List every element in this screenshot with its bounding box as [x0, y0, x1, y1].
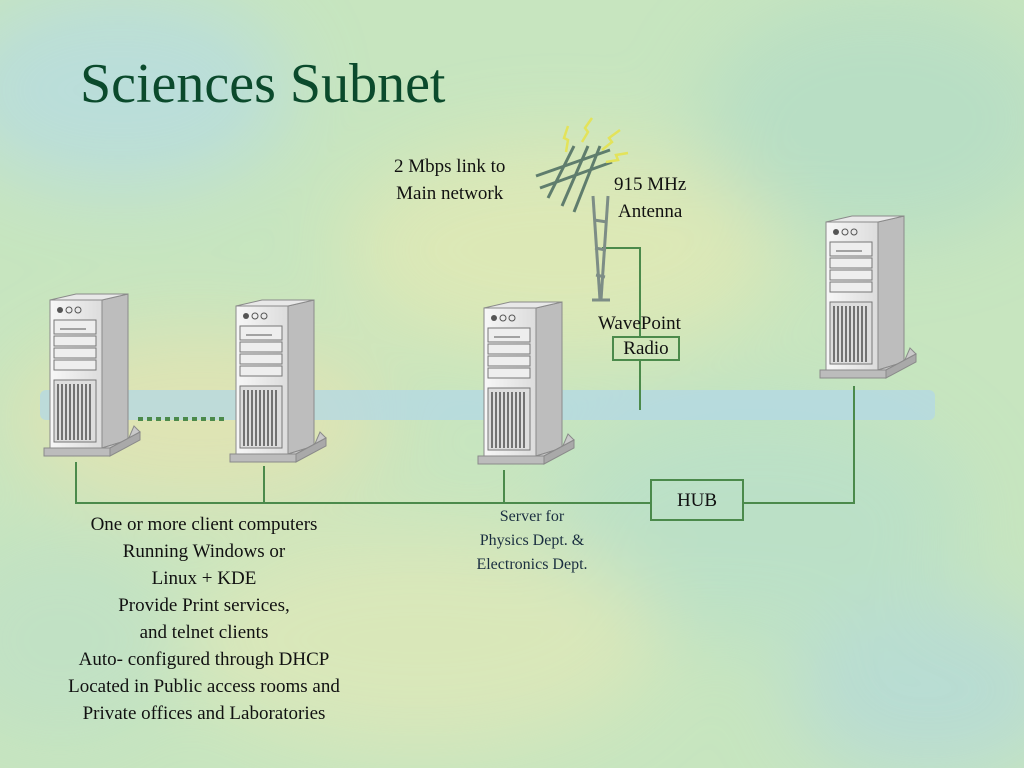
network-wiring	[75, 247, 855, 504]
server-label-line-1: Server for	[499, 508, 565, 525]
clients-line-5: and telnet clients	[139, 622, 269, 643]
clients-line-3: Linux + KDE	[151, 568, 257, 589]
tower-computer-icon	[477, 301, 575, 465]
wavepoint-radio-box: Radio	[612, 336, 680, 361]
clients-line-8: Private offices and Laboratories	[82, 703, 326, 724]
clients-line-2: Running Windows or	[122, 541, 286, 562]
tower-computer-icon	[819, 215, 917, 379]
antenna-label-line-2: Antenna	[617, 201, 683, 222]
link-label-line-1: 2 Mbps link to	[394, 156, 506, 177]
wavepoint-label: WavePoint	[598, 310, 681, 337]
wavepoint-label-line-1: WavePoint	[598, 313, 681, 334]
server-label-line-2: Physics Dept. &	[479, 532, 585, 549]
clients-line-7: Located in Public access rooms and	[68, 676, 340, 697]
antenna-dish-icon	[535, 145, 613, 213]
clients-line-4: Provide Print services,	[118, 595, 290, 616]
antenna-label: 915 MHz Antenna	[614, 171, 686, 225]
link-label: 2 Mbps link to Main network	[394, 153, 505, 207]
hub-label: HUB	[676, 490, 718, 511]
tower-computer-icon	[43, 293, 141, 457]
slide-title: Sciences Subnet	[80, 53, 446, 115]
antenna-label-line-1: 915 MHz	[614, 174, 687, 195]
tower-computer-icon	[229, 299, 327, 463]
clients-line-6: Auto- configured through DHCP	[78, 649, 330, 670]
wavepoint-label-line-2: Radio	[623, 338, 669, 359]
server-label: Server for Physics Dept. & Electronics D…	[460, 505, 604, 577]
server-label-line-3: Electronics Dept.	[476, 556, 588, 573]
antenna-icon	[591, 195, 610, 302]
clients-description: One or more client computers Running Win…	[34, 511, 374, 727]
clients-line-1: One or more client computers	[90, 514, 318, 535]
lightning-icon	[562, 117, 629, 164]
link-label-line-2: Main network	[396, 183, 504, 204]
hub-box: HUB	[650, 479, 744, 521]
